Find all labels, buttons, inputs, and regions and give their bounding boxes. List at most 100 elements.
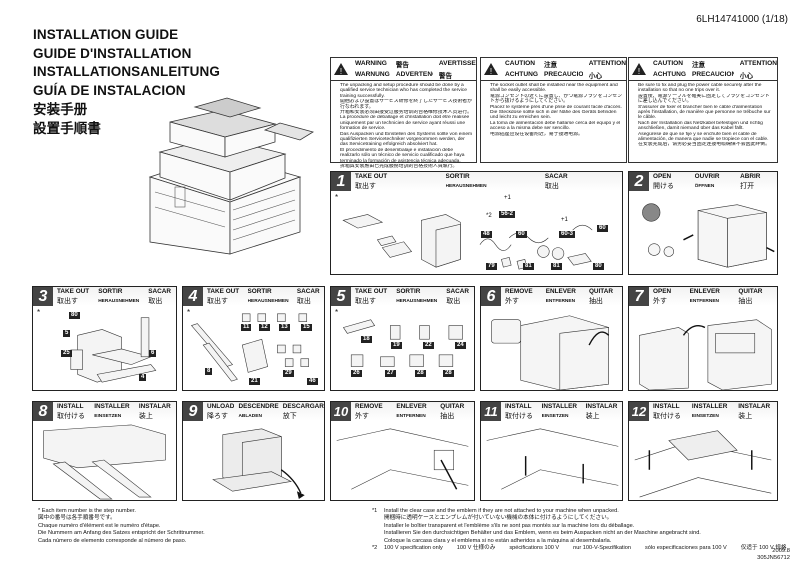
part-label: 18 — [361, 336, 372, 343]
step-label: REMOVE — [355, 403, 383, 410]
step-label: 取出す — [57, 298, 78, 305]
step-label: EINSETZEN — [691, 414, 719, 419]
asterisk-mark: * — [335, 193, 339, 202]
heading-text: CAUTION — [505, 60, 536, 67]
step-label: 放下 — [282, 413, 297, 420]
step-label: TAKE OUT — [207, 288, 240, 295]
note-mark: +1 — [561, 217, 568, 223]
step-label: 取出す — [207, 298, 228, 305]
step-label: 外す — [653, 298, 667, 305]
step-label: INSTALL — [653, 403, 680, 410]
step-1-panel: 1 TAKE OUT 取出す SORTIR HERAUSNEHMEN SACAR… — [330, 171, 623, 275]
heading-text: AVERTISSEMENT — [438, 60, 476, 67]
step-11-illustration — [481, 421, 622, 500]
warning-item: 拆箱與安裝應由已完成服務培訓的合格技術人員執行。 — [340, 164, 473, 169]
screw-drawing — [486, 428, 619, 490]
footnote-line: Chaque numéro d'élément est le numéro d'… — [38, 522, 161, 529]
step-12-illustration — [629, 421, 777, 500]
footnote-notes: *1 Install the clear case and the emblem… — [372, 508, 786, 552]
warning-item: 開梱および設置はサービス研修を終了したサービス技術者が行なわれます。 — [340, 99, 473, 110]
step-number: 1 — [331, 172, 351, 191]
heading-text: 警告 — [438, 72, 453, 80]
part-label: 19 — [391, 342, 402, 349]
footnote-line: 開梱時に透明ケースとエンブレムが付いていない機械の本体に付けるようにしてください… — [384, 515, 613, 522]
step-labels: INSTALL 取付ける INSTALLER EINSETZEN INSTALA… — [649, 402, 777, 421]
step-8-illustration — [33, 421, 176, 500]
step-label: HERAUSNEHMEN — [98, 299, 140, 304]
unload-drawing — [212, 428, 305, 500]
caution-item: Asegúrese de que se fije y se enchufe bi… — [638, 132, 774, 143]
step-label: INSTALL — [57, 403, 84, 410]
part-label: 22 — [423, 342, 434, 349]
part-label: 28 — [443, 370, 454, 377]
heading-text: CAUTION — [653, 60, 684, 67]
guide-titles: INSTALLATION GUIDE GUIDE D'INSTALLATION … — [33, 26, 220, 138]
step-label: QUITAR — [588, 288, 613, 295]
step-label: ENTFERNEN — [689, 299, 719, 304]
step-6-illustration — [481, 306, 622, 390]
step-number: 3 — [33, 287, 53, 306]
step-label: SACAR — [296, 288, 320, 295]
caution-item: 在安装完成后，请务必妥当固定连接电缆确保不会因此绊倒。 — [638, 142, 774, 147]
part-label: 46 — [307, 378, 318, 385]
caution-list: Be sure to fix and plug the power cable … — [629, 83, 777, 148]
warning-item: 开箱和安装必须由接受过服务培训的合格维修技术人员进行。 — [340, 110, 473, 115]
box-drawing — [642, 203, 775, 268]
step-label: 抽出 — [738, 298, 753, 305]
part-label: 15 — [301, 324, 312, 331]
step-labels: INSTALL 取付ける INSTALLER EINSETZEN INSTALA… — [53, 402, 176, 421]
caution-headings: CAUTION 注意 ATTENTION ACHTUNG PRECAUCION … — [649, 58, 777, 80]
step-label: TAKE OUT — [57, 288, 90, 295]
part-label: 79 — [486, 263, 497, 270]
part-label: 24 — [455, 342, 466, 349]
machine-drawing — [491, 315, 610, 390]
step-label: 装上 — [138, 413, 153, 420]
step-label: 取付ける — [57, 413, 85, 420]
step-3-illustration: * 80 5 25 6 4 — [33, 306, 176, 390]
note-2: *2 100 V specification only 100 V 仕様のみ s… — [372, 545, 786, 552]
heading-text: PRECAUCION — [691, 71, 734, 78]
step-label: HERAUSNEHMEN — [445, 184, 487, 189]
step-10-illustration — [331, 421, 474, 500]
step-label: EINSETZEN — [541, 414, 569, 419]
title-zh: 安装手册 — [33, 101, 88, 117]
step-label: OPEN — [653, 288, 672, 295]
step-labels: INSTALL 取付ける INSTALLER EINSETZEN INSTALA… — [501, 402, 622, 421]
part-label: 81 — [551, 263, 562, 270]
caution-headings: CAUTION 注意 ATTENTION ACHTUNG PRECAUCION … — [501, 58, 626, 80]
step-label: ENLEVER — [689, 288, 720, 295]
spec-text: 100 V specification only — [384, 545, 443, 552]
print-date: 2009.8 305JN56712 — [757, 548, 790, 562]
caution-item: Be sure to fix and plug the power cable … — [638, 83, 774, 94]
warning-item: La procédure de déballage et d'installat… — [340, 115, 473, 131]
step-label: DESCENDRE — [238, 403, 279, 410]
part-label: 60-3 — [559, 231, 576, 238]
step-2-panel: 2 OPEN 開ける OUVRIR ÖFFNEN ABRIR 打开 — [628, 171, 778, 275]
machine-drawing — [639, 319, 772, 390]
note-mark: *2 — [486, 213, 492, 219]
step-number: 11 — [481, 402, 501, 421]
step-label: REMOVE — [505, 288, 533, 295]
part-label: 26 — [351, 370, 362, 377]
caution-item: S'assurer de fixer et brancher bien le c… — [638, 105, 774, 121]
footnote-line: Coloque la carcasa clara y el emblema si… — [384, 537, 612, 544]
part-label: 6 — [149, 350, 157, 357]
step-label: INSTALL — [505, 403, 532, 410]
caution-item: The socket outlet shall be installed nea… — [490, 83, 623, 94]
step-label: ENTFERNEN — [396, 414, 426, 419]
step-label: QUITAR — [738, 288, 763, 295]
part-label: 28 — [415, 370, 426, 377]
heading-text: 小心 — [739, 72, 753, 80]
step-label: UNLOAD — [207, 403, 235, 410]
step-label: 取出す — [355, 183, 376, 190]
step-label: 開ける — [653, 183, 674, 190]
step-labels: TAKE OUT 取出す SORTIR HERAUSNEHMEN SACAR 取… — [203, 287, 324, 306]
step-2-illustration — [629, 191, 777, 274]
svg-text:!: ! — [638, 67, 640, 75]
part-label: 5 — [63, 330, 71, 337]
part-label: 13 — [279, 324, 290, 331]
title-de: INSTALLATIONSANLEITUNG — [33, 64, 220, 80]
step-number: 9 — [183, 402, 203, 421]
panel-drawing — [634, 430, 772, 498]
footnote-line: Installer le boîtier transparent et l'em… — [384, 522, 635, 529]
